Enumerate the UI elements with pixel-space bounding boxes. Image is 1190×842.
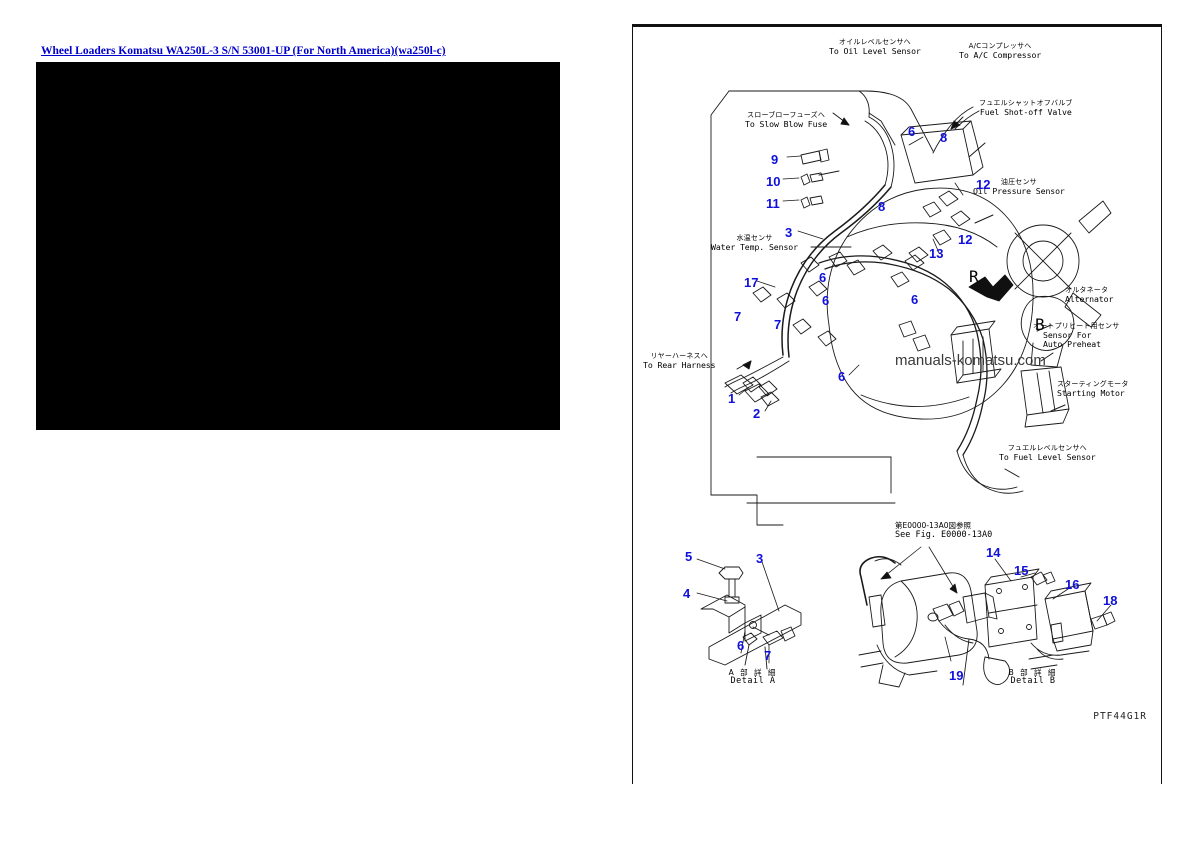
callout-detail-b-item-14-0[interactable]: 14 (986, 545, 1001, 560)
label-to-ac-compressor-jp: A/Cコンプレッサへ (968, 42, 1032, 50)
callout-detail-b-item-19-4[interactable]: 19 (949, 668, 964, 683)
label-to-oil-level-sensor-en: To Oil Level Sensor (829, 46, 921, 56)
label-to-fuel-level-sensor-en: To Fuel Level Sensor (999, 452, 1096, 462)
detail-a-caption-en: Detail A (730, 675, 776, 686)
label-sensor-for-auto-preheat-en1: Sensor For (1043, 330, 1092, 340)
view-letter-r: R (969, 267, 979, 286)
detail-b-caption: B 部 詳 細 Detail B (973, 669, 1093, 686)
sheet-top-border (633, 25, 1161, 27)
callout-item-17-10[interactable]: 17 (744, 275, 759, 290)
detail-a-caption-jp: A 部 詳 細 (728, 668, 778, 677)
callout-item-9-0[interactable]: 9 (771, 152, 779, 167)
label-water-temp-sensor-en: Water Temp. Sensor (711, 242, 798, 252)
callout-item-6-12[interactable]: 6 (822, 293, 830, 308)
label-to-fuel-level-sensor: フュエルレベルセンサへ To Fuel Level Sensor (999, 444, 1096, 462)
figure-reference-en: See Fig. E0000-13A0 (895, 529, 993, 540)
detail-a-caption: A 部 詳 細 Detail A (693, 669, 813, 686)
callout-item-6-15[interactable]: 6 (911, 292, 919, 307)
callout-detail-a-item-6-3[interactable]: 6 (737, 638, 745, 653)
label-oil-pressure-sensor-en: Oil Pressure Sensor (973, 186, 1065, 196)
label-to-fuel-level-sensor-jp: フュエルレベルセンサへ (1007, 444, 1087, 452)
callout-item-2-18[interactable]: 2 (753, 406, 761, 421)
label-alternator-en: Alternator (1065, 294, 1114, 304)
callout-item-6-3[interactable]: 6 (908, 124, 916, 139)
callout-item-10-1[interactable]: 10 (766, 174, 781, 189)
label-fuel-shut-off-valve-jp: フュエルシャットオフバルブ (979, 99, 1073, 107)
callout-item-8-6[interactable]: 8 (878, 199, 886, 214)
label-to-slow-blow-fuse-en: To Slow Blow Fuse (745, 119, 828, 129)
callout-detail-b-item-15-1[interactable]: 15 (1014, 563, 1029, 578)
label-to-rear-harness-en: To Rear Harness (643, 360, 716, 370)
label-to-slow-blow-fuse: スローブローフューズへ To Slow Blow Fuse (745, 111, 828, 129)
preview-image-placeholder[interactable] (36, 62, 560, 430)
label-starting-motor-jp: スターティングモータ (1057, 380, 1129, 388)
label-fuel-shut-off-valve-en: Fuel Shot-off Valve (979, 107, 1072, 117)
callout-item-13-9[interactable]: 13 (929, 246, 944, 261)
label-to-ac-compressor: A/Cコンプレッサへ To A/C Compressor (959, 42, 1042, 60)
callout-item-3-8[interactable]: 3 (785, 225, 793, 240)
callout-detail-a-item-7-4[interactable]: 7 (764, 648, 772, 663)
figure-reference-jp: 第E0000-13A0図参照 (895, 521, 971, 530)
parts-diagram-sheet: オイルレベルセンサへ To Oil Level Sensor A/Cコンプレッサ… (632, 24, 1162, 784)
callout-item-7-13[interactable]: 7 (734, 309, 742, 324)
detail-b-caption-en: Detail B (1010, 675, 1056, 686)
label-sensor-for-auto-preheat-jp: オートプリヒート用センサ (1033, 322, 1120, 330)
catalog-title-link[interactable]: Wheel Loaders Komatsu WA250L-3 S/N 53001… (41, 45, 446, 57)
label-to-rear-harness-jp: リヤーハーネスへ (650, 352, 708, 360)
label-to-oil-level-sensor-jp: オイルレベルセンサへ (838, 38, 911, 46)
detail-b-caption-jp: B 部 詳 細 (1008, 668, 1058, 677)
figure-reference: 第E0000-13A0図参照 See Fig. E0000-13A0 (895, 522, 992, 540)
label-oil-pressure-sensor: 油圧センサ Oil Pressure Sensor (973, 178, 1065, 196)
callout-detail-a-item-4-2[interactable]: 4 (683, 586, 691, 601)
label-to-oil-level-sensor: オイルレベルセンサへ To Oil Level Sensor (829, 38, 921, 56)
label-sensor-for-auto-preheat-en2: Auto Preheat (1043, 339, 1101, 350)
left-preview-panel: Wheel Loaders Komatsu WA250L-3 S/N 53001… (36, 45, 560, 430)
label-sensor-for-auto-preheat: オートプリヒート用センサ Sensor For Auto Preheat (1033, 322, 1120, 350)
label-water-temp-sensor-jp: 水温センサ (736, 234, 773, 242)
watermark: manuals-komatsu.com (895, 352, 1046, 369)
callout-item-12-5[interactable]: 12 (976, 177, 991, 192)
label-alternator-jp: オルタネータ (1065, 286, 1109, 294)
label-to-ac-compressor-en: To A/C Compressor (959, 50, 1042, 60)
callout-item-8-4[interactable]: 8 (940, 130, 948, 145)
label-starting-motor-en: Starting Motor (1057, 388, 1125, 398)
callout-detail-a-item-3-1[interactable]: 3 (756, 551, 764, 566)
callout-item-6-11[interactable]: 6 (819, 270, 827, 285)
diagram-line-art (633, 25, 1161, 784)
label-to-slow-blow-fuse-jp: スローブローフューズへ (747, 111, 826, 119)
callout-item-12-7[interactable]: 12 (958, 232, 973, 247)
callout-detail-b-item-16-2[interactable]: 16 (1065, 577, 1080, 592)
label-starting-motor: スターティングモータ Starting Motor (1057, 380, 1129, 398)
callout-item-11-2[interactable]: 11 (766, 196, 780, 211)
view-letter-b: B (1035, 315, 1045, 334)
label-alternator: オルタネータ Alternator (1065, 286, 1114, 304)
callout-item-7-14[interactable]: 7 (774, 317, 782, 332)
drawing-number: PTF44G1R (1093, 711, 1147, 722)
label-oil-pressure-sensor-jp: 油圧センサ (1000, 178, 1037, 186)
label-water-temp-sensor: 水温センサ Water Temp. Sensor (711, 234, 798, 252)
callout-detail-b-item-18-3[interactable]: 18 (1103, 593, 1118, 608)
label-to-rear-harness: リヤーハーネスへ To Rear Harness (643, 352, 716, 370)
callout-item-6-16[interactable]: 6 (838, 369, 846, 384)
callout-item-1-17[interactable]: 1 (728, 391, 736, 406)
label-fuel-shut-off-valve: フュエルシャットオフバルブ Fuel Shot-off Valve (979, 99, 1073, 117)
callout-detail-a-item-5-0[interactable]: 5 (685, 549, 693, 564)
